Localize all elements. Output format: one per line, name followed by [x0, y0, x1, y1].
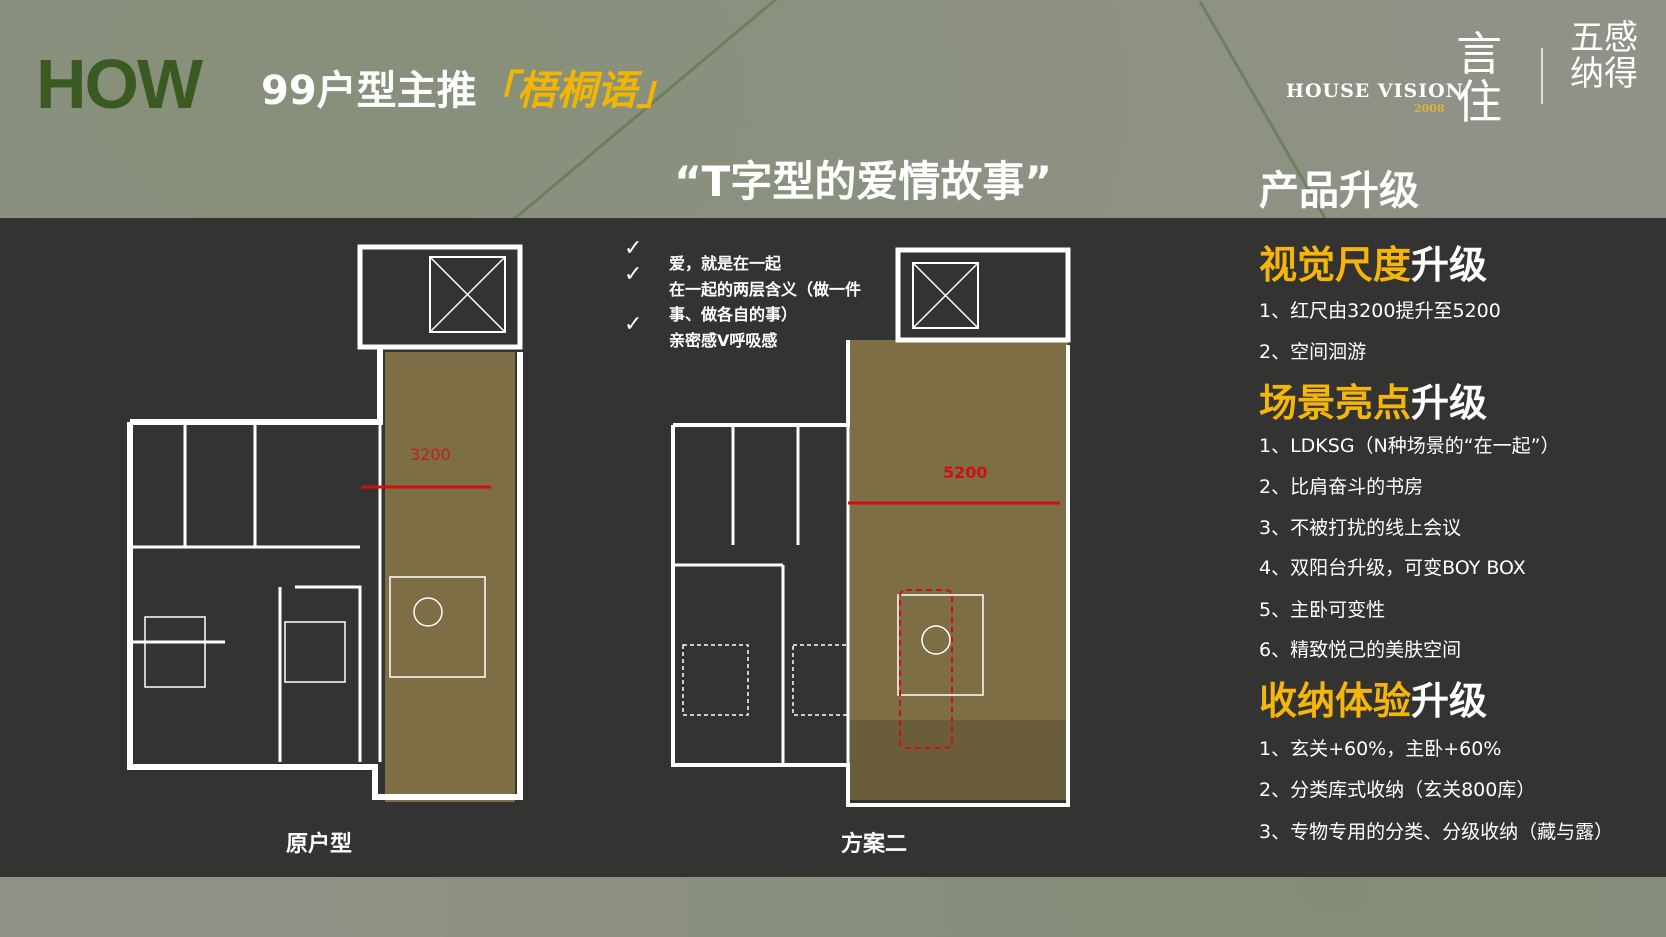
bed — [792, 644, 849, 716]
dimension-label: 3200 — [410, 445, 451, 464]
upgrade-item: 1、红尺由3200提升至5200 — [1259, 300, 1501, 322]
section-heading-visual: 视觉尺度升级 — [1259, 234, 1487, 289]
bed — [284, 621, 346, 683]
title-highlight: 「梧桐语」 — [476, 67, 677, 114]
elevator — [429, 256, 506, 333]
upgrade-item: 3、不被打扰的线上会议 — [1259, 517, 1462, 539]
plan-label-original: 原户型 — [286, 832, 353, 857]
story-item: 事、做各自的事） — [669, 305, 798, 324]
stair-core — [895, 247, 1071, 343]
story-item: 爱，就是在一起 — [669, 254, 782, 273]
heading-highlight: 场景亮点 — [1259, 381, 1412, 425]
highlight-zone — [899, 589, 953, 749]
floor-plan-original: 3200 — [127, 244, 523, 802]
upgrade-item: 2、分类库式收纳（玄关800库） — [1259, 779, 1536, 801]
elevator — [912, 262, 979, 329]
upgrade-item: 4、双阳台升级，可变BOY BOX — [1259, 557, 1526, 579]
floor-plan-option-two: 5200 — [671, 247, 1071, 807]
story-item: 亲密感V呼吸感 — [669, 331, 778, 350]
logo-divider — [1541, 48, 1543, 104]
upgrade-item: 2、空间洄游 — [1259, 341, 1367, 363]
upgrade-item: 2、比肩奋斗的书房 — [1259, 476, 1424, 498]
section-heading-scene: 场景亮点升级 — [1259, 372, 1487, 427]
partner-logo: 五感纳得 — [1570, 18, 1638, 94]
upgrade-item: 6、精致悦己的美肤空间 — [1259, 639, 1462, 661]
check-icon: ✓ — [624, 236, 643, 261]
heading-highlight: 收纳体验 — [1259, 679, 1412, 723]
plan-label-option-two: 方案二 — [841, 832, 908, 857]
stair-core — [357, 244, 523, 350]
section-heading-storage: 收纳体验升级 — [1259, 670, 1487, 725]
upgrade-item: 5、主卧可变性 — [1259, 599, 1386, 621]
brand-logo-en: HOUSE VISION — [1286, 80, 1465, 102]
dimension-label: 5200 — [943, 463, 988, 482]
title-prefix: 99户型主推 — [261, 68, 477, 114]
heading-suffix: 升级 — [1411, 381, 1488, 425]
heading-suffix: 升级 — [1411, 243, 1488, 287]
brand-logo-year: 2008 — [1414, 102, 1445, 115]
upgrade-item: 1、玄关+60%，主卧+60% — [1259, 738, 1502, 760]
balcony — [848, 720, 1068, 800]
sofa — [389, 576, 486, 678]
check-icon: ✓ — [624, 262, 643, 287]
heading-highlight: 视觉尺度 — [1259, 243, 1412, 287]
upgrade-item: 3、专物专用的分类、分级收纳（藏与露） — [1259, 821, 1614, 843]
bed — [144, 616, 206, 688]
upgrades-title: 产品升级 — [1259, 168, 1419, 214]
living-area — [848, 340, 1068, 720]
story-item: 在一起的两层含义（做一件 — [669, 280, 862, 299]
sofa — [897, 594, 984, 696]
upgrade-item: 1、LDKSG（N种场景的“在一起”） — [1259, 435, 1560, 457]
brand-logo-cn: 言住 — [1456, 27, 1502, 129]
check-icon: ✓ — [624, 312, 643, 337]
bed — [682, 644, 749, 716]
page-title: 99户型主推「梧桐语」 — [261, 58, 677, 116]
how-heading: HOW — [36, 45, 203, 123]
heading-suffix: 升级 — [1411, 679, 1488, 723]
subtitle: “T字型的爱情故事” — [674, 157, 1052, 206]
